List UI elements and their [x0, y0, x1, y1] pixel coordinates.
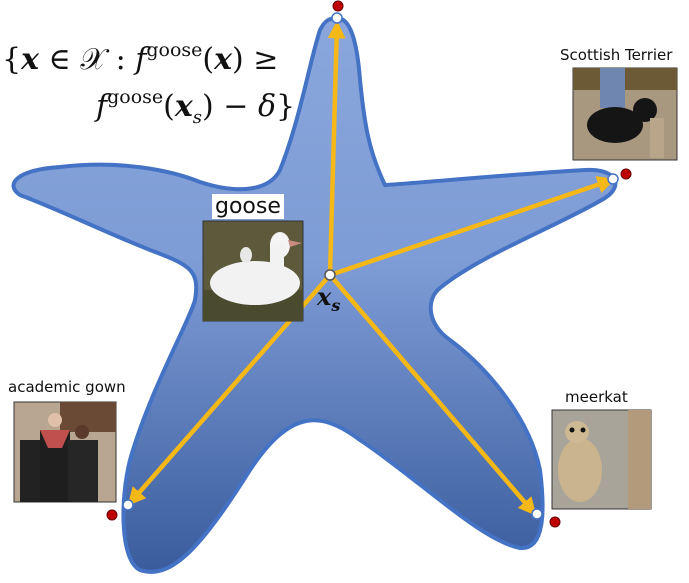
formula-line2: fgoose(xs) − δ}	[96, 86, 296, 128]
set-definition-formula: {x ∈ 𝒳 : fgoose(x) ≥	[2, 39, 279, 77]
boundary-points	[122, 12, 619, 520]
arrow-top	[327, 20, 346, 276]
academic-gown-label: academic gown	[8, 378, 126, 396]
goose-thumbnail	[202, 220, 304, 322]
academic-gown-thumbnail	[13, 401, 117, 503]
meerkat-thumbnail	[551, 409, 652, 510]
goose-label: goose	[212, 194, 284, 219]
formula-line1: {x ∈ 𝒳 : fgoose(x) ≥	[2, 39, 279, 77]
scottish-terrier-thumbnail	[572, 67, 678, 161]
meerkat-label: meerkat	[565, 388, 628, 406]
arrow-right	[329, 176, 616, 278]
arrow-bottom-right	[328, 273, 537, 516]
scottish-terrier-label: Scottish Terrier	[560, 46, 673, 64]
center-point	[324, 269, 336, 281]
center-point-label: xs	[317, 282, 341, 315]
outside-points	[106, 0, 632, 528]
